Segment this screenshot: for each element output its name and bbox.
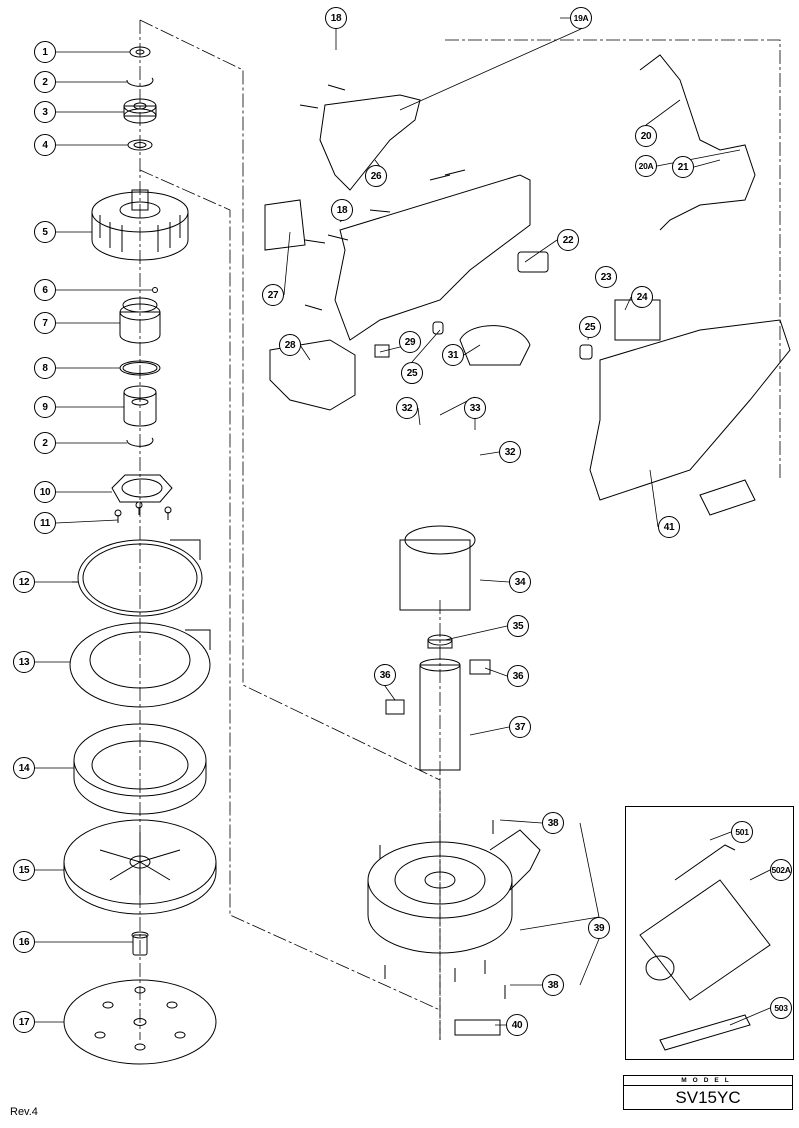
callout-502a: 502A (770, 859, 792, 881)
callout-18: 18 (325, 7, 347, 29)
callout-17: 17 (13, 1011, 35, 1033)
callout-4: 4 (34, 134, 56, 156)
callout-26: 26 (365, 165, 387, 187)
callout-14: 14 (13, 757, 35, 779)
callout-18b: 18 (331, 199, 353, 221)
callout-11: 11 (34, 512, 56, 534)
left-column-parts (63, 46, 217, 1065)
callout-35: 35 (507, 615, 529, 637)
callout-25: 25 (401, 362, 423, 384)
callout-12: 12 (13, 571, 35, 593)
callout-28: 28 (279, 334, 301, 356)
callout-6: 6 (34, 279, 56, 301)
upper-parts (264, 54, 791, 1036)
callout-31: 31 (442, 344, 464, 366)
callout-34: 34 (509, 571, 531, 593)
callout-2b: 2 (34, 432, 56, 454)
model-label: MODEL (624, 1076, 792, 1086)
callout-1: 1 (34, 41, 56, 63)
callout-10: 10 (34, 481, 56, 503)
callout-8: 8 (34, 357, 56, 379)
callout-24: 24 (631, 286, 653, 308)
callout-32: 32 (396, 397, 418, 419)
callout-20a: 20A (635, 155, 657, 177)
callout-16: 16 (13, 931, 35, 953)
callout-25b: 25 (579, 316, 601, 338)
callout-19a: 19A (570, 7, 592, 29)
callout-33: 33 (464, 397, 486, 419)
accessories (639, 844, 771, 1051)
callout-20: 20 (635, 125, 657, 147)
callout-5: 5 (34, 221, 56, 243)
model-name: SV15YC (675, 1088, 741, 1107)
revision-label: Rev.4 (10, 1106, 38, 1118)
accessories-box (625, 806, 794, 1060)
callout-22: 22 (557, 229, 579, 251)
callout-32b: 32 (499, 441, 521, 463)
callout-2: 2 (34, 71, 56, 93)
callout-41: 41 (658, 516, 680, 538)
callout-27: 27 (262, 284, 284, 306)
callout-29: 29 (399, 331, 421, 353)
callout-40: 40 (506, 1014, 528, 1036)
model-box: MODEL SV15YC (623, 1075, 793, 1110)
callout-39: 39 (588, 917, 610, 939)
callout-3: 3 (34, 101, 56, 123)
callout-13: 13 (13, 651, 35, 673)
callout-37: 37 (509, 716, 531, 738)
callout-7: 7 (34, 312, 56, 334)
callout-501: 501 (731, 821, 753, 843)
callout-503: 503 (770, 997, 792, 1019)
callout-21: 21 (672, 156, 694, 178)
callout-38b: 38 (542, 974, 564, 996)
callout-15: 15 (13, 859, 35, 881)
callout-23: 23 (595, 266, 617, 288)
callout-36b: 36 (507, 665, 529, 687)
screws (299, 84, 506, 999)
callout-38: 38 (542, 812, 564, 834)
callout-9: 9 (34, 396, 56, 418)
callout-36: 36 (374, 664, 396, 686)
